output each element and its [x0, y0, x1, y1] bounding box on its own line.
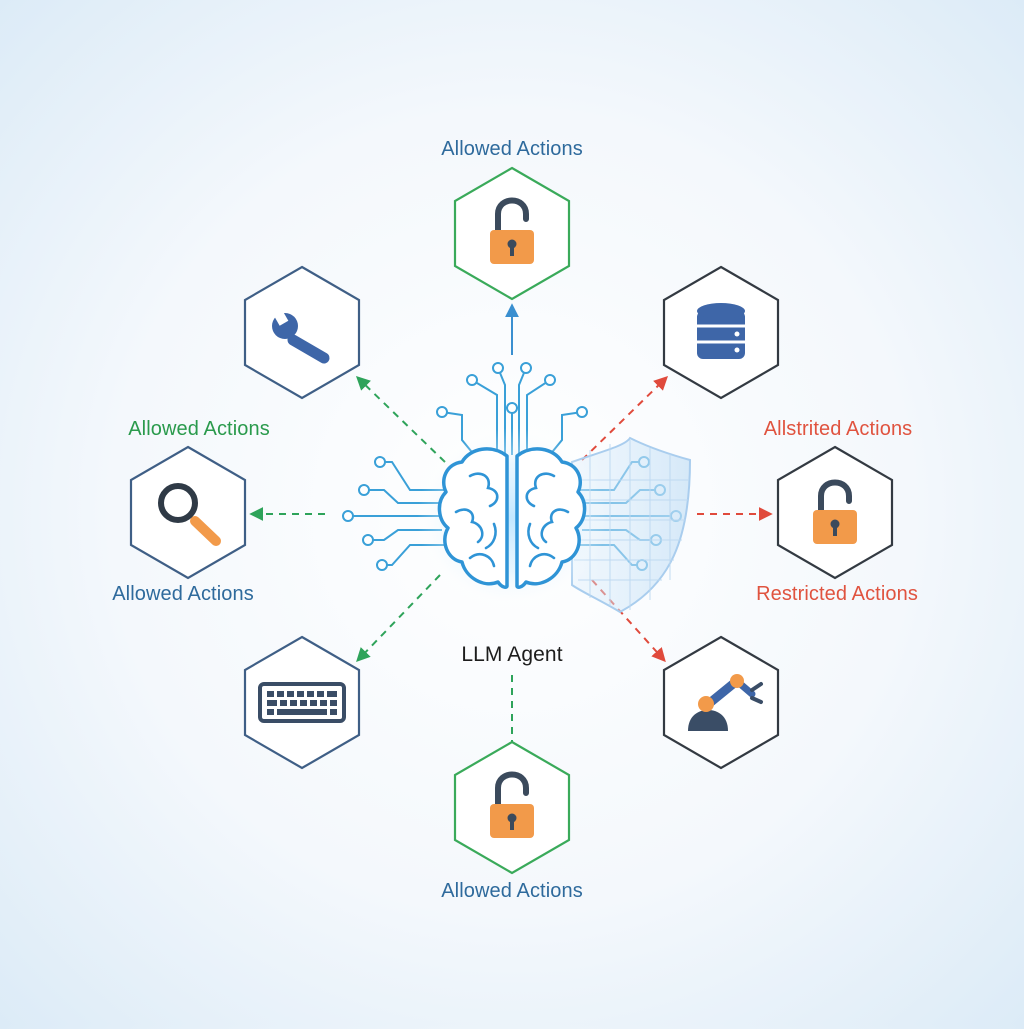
- link-upper-left: [355, 376, 446, 463]
- node-left[interactable]: [129, 445, 247, 580]
- link-upper-right: [581, 376, 669, 461]
- node-lower-right[interactable]: [662, 635, 780, 770]
- node-bottom[interactable]: [453, 740, 571, 875]
- keyboard-icon: [258, 682, 346, 723]
- link-lower-left: [356, 574, 441, 663]
- center-label: LLM Agent: [461, 643, 563, 666]
- node-right[interactable]: [776, 445, 894, 580]
- magnifier-icon: [158, 483, 221, 546]
- wrench-icon: [272, 310, 330, 364]
- robotic-arm-icon: [688, 674, 763, 731]
- node-top[interactable]: [453, 166, 571, 301]
- brain-icon: [417, 428, 607, 608]
- label-bottom-allowed: Allowed Actions: [441, 880, 583, 902]
- label-top-allowed: Allowed Actions: [441, 138, 583, 160]
- label-right-upper-restricted: Allstrited Actions: [763, 418, 913, 440]
- node-upper-left[interactable]: [243, 265, 361, 400]
- unlocked-padlock-icon: [490, 197, 534, 264]
- label-left-upper-allowed: Allowed Actions: [128, 418, 270, 440]
- database-icon: [697, 303, 745, 359]
- label-left-lower-allowed: Allowed Actions: [112, 583, 254, 605]
- label-right-lower-restricted: Restricted Actions: [756, 583, 918, 605]
- node-upper-right[interactable]: [662, 265, 780, 400]
- unlocked-padlock-icon: [490, 771, 534, 838]
- unlocked-padlock-icon: [813, 479, 857, 544]
- node-lower-left[interactable]: [243, 635, 361, 770]
